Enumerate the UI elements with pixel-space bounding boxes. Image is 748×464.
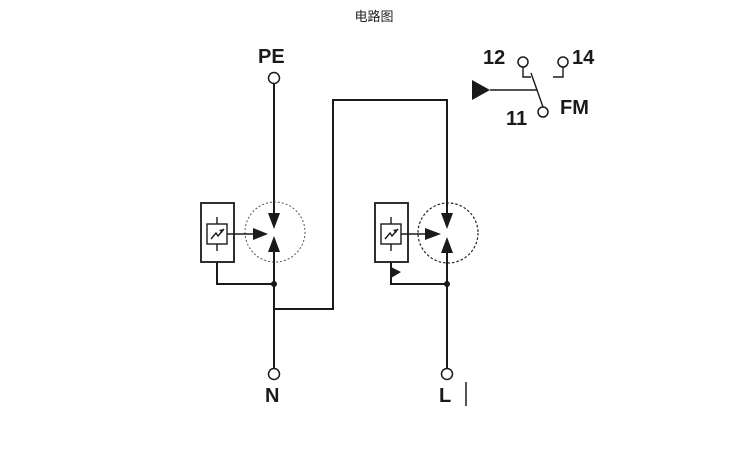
label-fm: FM — [560, 97, 589, 119]
label-12: 12 — [483, 47, 505, 69]
monitor-return-right — [390, 262, 447, 285]
lightning-head-icon — [393, 229, 398, 233]
switch-blade — [530, 72, 544, 108]
remote-contact-fm: 12 14 11 FM — [472, 47, 595, 130]
monitor-arrow-icon — [253, 228, 268, 240]
arrow-down-icon — [268, 213, 280, 229]
monitor-return-left — [216, 262, 274, 285]
junction-right — [444, 281, 450, 287]
arrow-up-icon — [441, 237, 453, 253]
monitor-arrow-icon — [425, 228, 441, 240]
terminal-11 — [537, 106, 549, 118]
terminal-12 — [517, 56, 529, 68]
pe-n-branch: PE N — [200, 46, 306, 407]
lightning-icon — [384, 228, 399, 240]
l-branch: L — [374, 202, 479, 407]
arrow-up-icon — [268, 236, 280, 252]
monitor-box-left — [200, 202, 235, 263]
terminal-l — [440, 367, 454, 381]
label-11: 11 — [506, 108, 527, 130]
spark-gap-circle-left — [244, 201, 306, 263]
label-pe: PE — [258, 46, 285, 68]
label-n: N — [265, 385, 279, 407]
arrow-down-icon — [441, 213, 453, 229]
terminal-14 — [557, 56, 569, 68]
contact-14-wire — [553, 67, 564, 78]
indicator-flag-icon — [391, 267, 401, 278]
contact-12-wire — [522, 67, 531, 78]
lightning-icon — [210, 228, 225, 240]
label-14: 14 — [572, 47, 595, 69]
label-l: L — [439, 385, 451, 407]
terminal-pe — [267, 71, 281, 85]
terminal-n — [267, 367, 281, 381]
diagram-title: 电路图 — [354, 10, 394, 25]
monitor-box-right — [374, 202, 409, 263]
junction-left — [271, 281, 277, 287]
cross-link-wire — [274, 99, 448, 310]
lightning-head-icon — [219, 229, 224, 233]
signal-arrow-icon — [472, 80, 490, 100]
